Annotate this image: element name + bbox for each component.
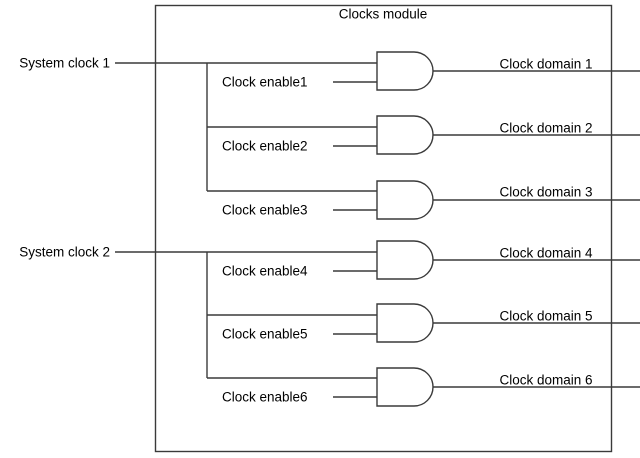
- enable-label-4: Clock enable4: [222, 263, 308, 279]
- output-label-4: Clock domain 4: [499, 245, 593, 261]
- enable-label-3: Clock enable3: [222, 202, 308, 218]
- output-label-1: Clock domain 1: [499, 56, 593, 72]
- enable-label-5: Clock enable5: [222, 326, 308, 342]
- output-label-5: Clock domain 5: [499, 308, 593, 324]
- output-label-3: Clock domain 3: [499, 184, 593, 200]
- output-label-2: Clock domain 2: [499, 120, 593, 136]
- output-label-6: Clock domain 6: [499, 372, 593, 388]
- and-gate-2: [376, 115, 434, 155]
- and-gate-1: [376, 51, 434, 91]
- enable-label-2: Clock enable2: [222, 138, 308, 154]
- enable-label-1: Clock enable1: [222, 74, 308, 90]
- and-gate-3: [376, 180, 434, 220]
- input-label-sysclk1: System clock 1: [19, 55, 110, 71]
- enable-label-6: Clock enable6: [222, 389, 308, 405]
- and-gate-4: [376, 240, 434, 280]
- input-label-sysclk2: System clock 2: [19, 244, 110, 260]
- clocks-module-boundary: [154, 4, 613, 453]
- and-gate-5: [376, 303, 434, 343]
- module-title: Clocks module: [338, 6, 428, 22]
- and-gate-6: [376, 367, 434, 407]
